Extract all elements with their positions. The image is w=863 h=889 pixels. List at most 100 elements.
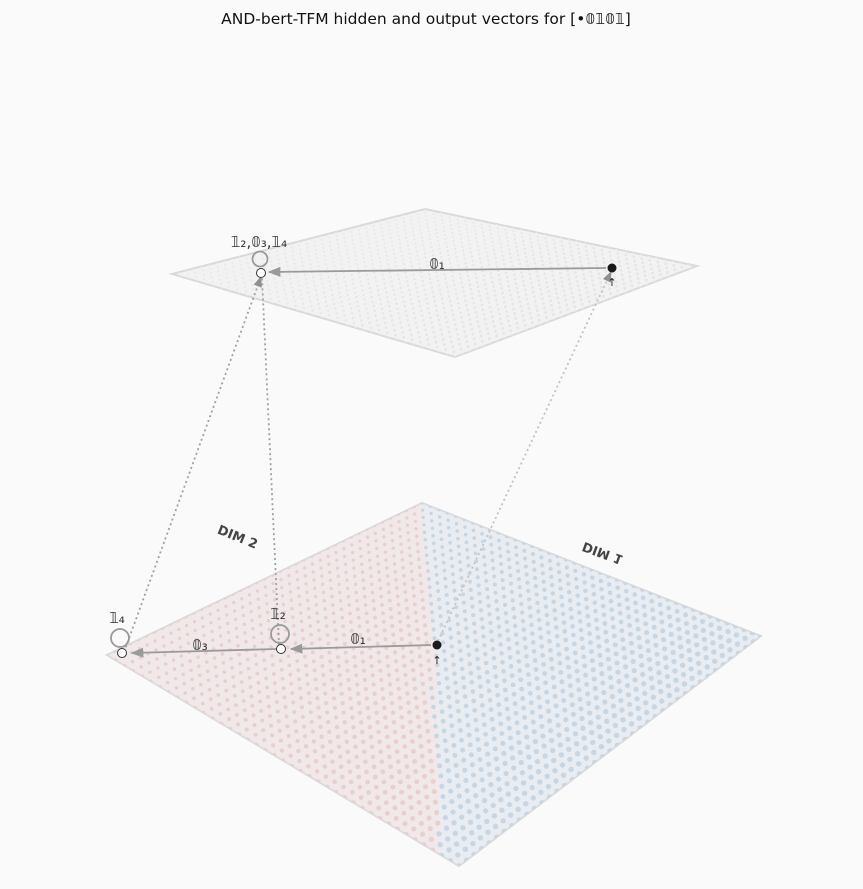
grid-dot bbox=[199, 692, 204, 696]
grid-dot bbox=[298, 611, 303, 615]
grid-dot bbox=[358, 232, 361, 235]
grid-dot bbox=[181, 672, 186, 677]
grid-dot bbox=[327, 570, 332, 574]
grid-dot bbox=[611, 713, 618, 719]
grid-dot bbox=[449, 723, 455, 729]
grid-dot bbox=[221, 661, 226, 665]
grid-dot bbox=[427, 306, 430, 310]
grid-dot bbox=[407, 323, 411, 327]
grid-dot bbox=[291, 291, 294, 294]
grid-dot bbox=[361, 749, 367, 755]
grid-dot bbox=[388, 225, 390, 228]
grid-dot bbox=[299, 248, 301, 251]
grid-dot bbox=[521, 239, 525, 243]
grid-dot bbox=[411, 307, 415, 310]
grid-dot bbox=[526, 754, 532, 760]
grid-dot bbox=[388, 607, 393, 611]
grid-dot bbox=[394, 668, 399, 673]
grid-dot bbox=[387, 754, 392, 760]
grid-dot bbox=[447, 295, 451, 298]
grid-dot bbox=[306, 286, 309, 289]
grid-dot bbox=[398, 282, 402, 285]
grid-dot bbox=[352, 566, 356, 570]
grid-dot bbox=[584, 286, 588, 290]
grid-dot bbox=[402, 336, 406, 339]
grid-dot bbox=[506, 725, 512, 731]
grid-dot bbox=[425, 561, 430, 565]
grid-dot bbox=[402, 581, 407, 586]
grid-dot bbox=[377, 252, 380, 255]
grid-dot bbox=[591, 283, 595, 287]
grid-dot bbox=[704, 664, 710, 670]
grid-dot bbox=[700, 618, 706, 625]
grid-dot bbox=[402, 663, 407, 668]
grid-dot bbox=[156, 666, 160, 670]
grid-dot bbox=[401, 331, 405, 334]
grid-dot bbox=[336, 744, 342, 749]
grid-dot bbox=[427, 748, 433, 754]
grid-dot bbox=[557, 263, 560, 266]
grid-dot bbox=[313, 594, 318, 599]
grid-dot bbox=[409, 561, 413, 566]
grid-dot bbox=[334, 273, 338, 276]
grid-dot bbox=[385, 654, 390, 660]
grid-dot bbox=[472, 301, 476, 305]
grid-dot bbox=[173, 676, 178, 681]
grid-dot bbox=[450, 733, 456, 739]
grid-dot bbox=[621, 277, 625, 281]
grid-dot bbox=[548, 257, 551, 260]
grid-dot bbox=[366, 789, 372, 795]
grid-dot bbox=[377, 578, 382, 582]
grid-dot bbox=[325, 263, 328, 266]
grid-dot bbox=[589, 729, 595, 736]
grid-dot bbox=[451, 580, 456, 585]
grid-dot bbox=[409, 215, 412, 218]
grid-dot bbox=[326, 641, 331, 646]
grid-dot bbox=[393, 739, 399, 745]
grid-dot bbox=[523, 556, 528, 561]
grid-dot bbox=[504, 305, 507, 309]
grid-dot bbox=[630, 658, 636, 664]
grid-dot bbox=[645, 648, 651, 654]
grid-dot bbox=[572, 262, 576, 266]
grid-dot bbox=[446, 609, 451, 614]
grid-dot bbox=[452, 671, 457, 676]
grid-dot bbox=[270, 662, 275, 667]
grid-dot bbox=[381, 619, 386, 624]
grid-dot bbox=[427, 226, 429, 229]
grid-dot bbox=[203, 278, 206, 281]
grid-dot bbox=[505, 310, 508, 313]
grid-dot bbox=[558, 586, 563, 591]
grid-dot bbox=[348, 265, 351, 268]
grid-dot bbox=[247, 262, 249, 265]
grid-dot bbox=[361, 289, 364, 292]
grid-dot bbox=[369, 574, 373, 579]
grid-dot bbox=[495, 261, 498, 264]
grid-dot bbox=[419, 340, 422, 344]
grid-dot bbox=[376, 323, 380, 327]
grid-dot bbox=[385, 254, 388, 257]
grid-dot bbox=[577, 696, 583, 702]
grid-dot bbox=[437, 690, 443, 695]
grid-dot bbox=[570, 711, 576, 717]
grid-dot bbox=[523, 800, 529, 807]
grid-dot bbox=[608, 250, 612, 254]
grid-dot bbox=[489, 629, 494, 634]
grid-dot bbox=[452, 588, 457, 593]
grid-dot bbox=[612, 722, 619, 729]
grid-dot bbox=[324, 624, 329, 629]
grid-dot bbox=[390, 538, 395, 543]
grid-dot bbox=[375, 720, 380, 725]
grid-dot bbox=[549, 299, 552, 303]
grid-dot bbox=[547, 638, 552, 644]
grid-dot bbox=[532, 658, 538, 663]
grid-dot bbox=[606, 738, 612, 744]
grid-dot bbox=[195, 646, 199, 650]
grid-dot bbox=[334, 550, 338, 555]
grid-dot bbox=[530, 631, 535, 636]
grid-dot bbox=[481, 308, 485, 312]
grid-dot bbox=[378, 586, 383, 591]
grid-dot bbox=[354, 254, 357, 257]
grid-dot bbox=[471, 332, 475, 336]
grid-dot bbox=[443, 825, 450, 831]
